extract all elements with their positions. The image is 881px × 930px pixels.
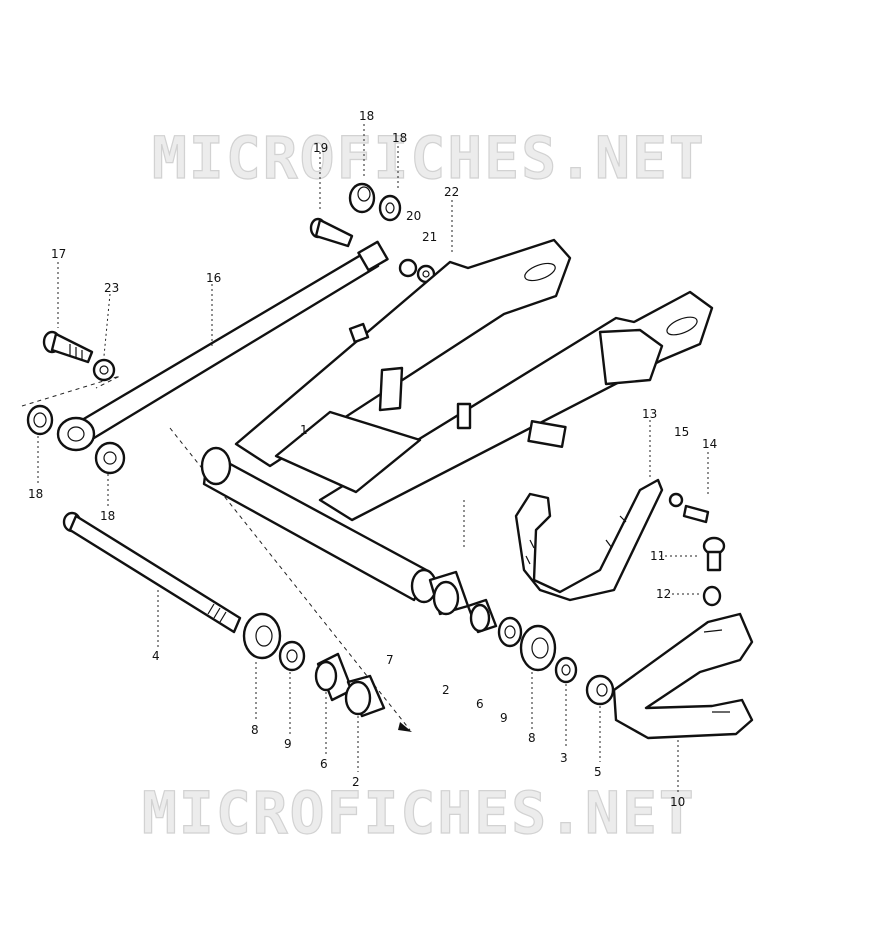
swingarm-frame bbox=[200, 238, 714, 604]
callout-9: 9 bbox=[500, 711, 508, 725]
chain-case-10 bbox=[612, 612, 754, 740]
bush-18-top-b bbox=[378, 194, 402, 222]
callout-5: 5 bbox=[594, 765, 602, 779]
callout-10: 10 bbox=[670, 795, 685, 809]
callout-18: 18 bbox=[359, 109, 374, 123]
washer-9-left bbox=[278, 640, 306, 672]
callout-16: 16 bbox=[206, 271, 221, 285]
callout-12: 12 bbox=[656, 587, 671, 601]
dust-seal-8-right bbox=[519, 624, 557, 672]
callout-20: 20 bbox=[406, 209, 421, 223]
bolt-17 bbox=[42, 330, 94, 364]
callout-11: 11 bbox=[650, 549, 665, 563]
callout-8: 8 bbox=[528, 731, 536, 745]
bush-18-top-a bbox=[348, 182, 376, 214]
callout-18: 18 bbox=[392, 131, 407, 145]
bolt-14 bbox=[668, 492, 710, 524]
chain-guard-13 bbox=[514, 478, 664, 602]
callout-7: 7 bbox=[386, 653, 394, 667]
bearing-2-right bbox=[428, 570, 470, 616]
callout-2: 2 bbox=[442, 683, 450, 697]
bush-18-left-a bbox=[26, 404, 54, 436]
callout-18: 18 bbox=[100, 509, 115, 523]
callout-18: 18 bbox=[28, 487, 43, 501]
callout-17: 17 bbox=[51, 247, 66, 261]
washer-23 bbox=[92, 358, 116, 382]
dust-seal-8-left bbox=[242, 612, 282, 660]
bearing-2-left bbox=[344, 674, 386, 718]
axis-arrow bbox=[398, 722, 412, 732]
watermark-top: MICROFICHES.NET bbox=[152, 124, 706, 192]
callout-6: 6 bbox=[320, 757, 328, 771]
callout-23: 23 bbox=[104, 281, 119, 295]
callout-3: 3 bbox=[560, 751, 568, 765]
callout-4: 4 bbox=[152, 649, 160, 663]
callout-8: 8 bbox=[251, 723, 259, 737]
washer-9-right bbox=[497, 616, 523, 648]
callout-1: 1 bbox=[300, 423, 308, 437]
callout-22: 22 bbox=[444, 185, 459, 199]
callout-14: 14 bbox=[702, 437, 717, 451]
leader-lines bbox=[37, 124, 709, 792]
washer-3 bbox=[554, 656, 578, 684]
callout-2: 2 bbox=[352, 775, 360, 789]
torque-link-rod bbox=[56, 240, 389, 452]
callout-15: 15 bbox=[674, 425, 689, 439]
watermark-bottom: MICROFICHES.NET bbox=[142, 779, 696, 847]
leader-dash-left bbox=[21, 375, 121, 407]
spacer-6-right bbox=[466, 598, 498, 634]
bolt-19 bbox=[309, 217, 354, 248]
callout-21: 21 bbox=[422, 230, 437, 244]
collar-12 bbox=[702, 585, 722, 607]
callout-9: 9 bbox=[284, 737, 292, 751]
nut-5 bbox=[585, 674, 615, 706]
washer-20 bbox=[398, 258, 418, 278]
bolt-11 bbox=[702, 536, 726, 572]
pivot-shaft-4 bbox=[62, 511, 242, 634]
bush-18-left-b bbox=[94, 441, 126, 475]
callout-labels: 18 18 19 22 20 21 17 16 23 18 18 1 13 15… bbox=[28, 109, 717, 809]
callout-6: 6 bbox=[476, 697, 484, 711]
callout-19: 19 bbox=[313, 141, 328, 155]
callout-13: 13 bbox=[642, 407, 657, 421]
